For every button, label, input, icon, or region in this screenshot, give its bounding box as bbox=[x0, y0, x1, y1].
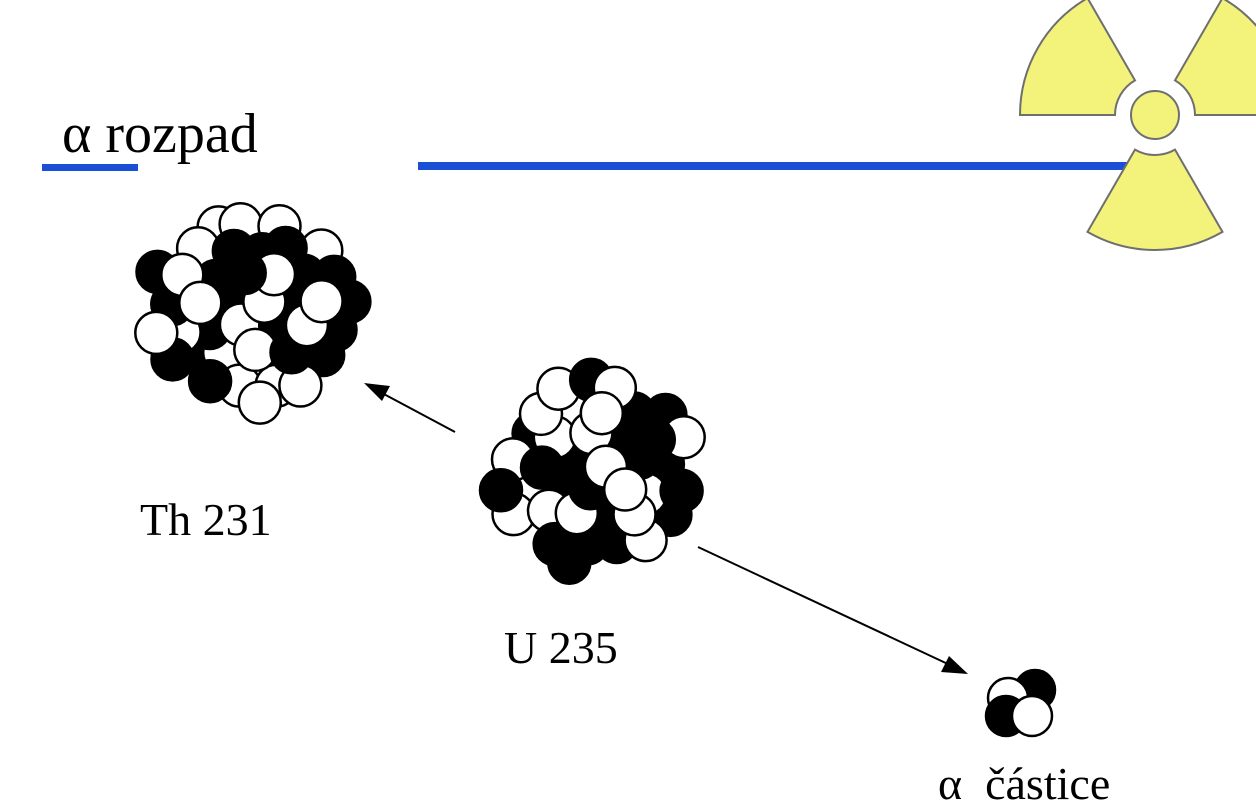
alpha-particle bbox=[984, 668, 1057, 738]
arrowhead-thorium bbox=[364, 383, 390, 401]
proton bbox=[187, 358, 233, 404]
uranium-nucleus bbox=[478, 357, 706, 585]
trefoil-hub bbox=[1130, 90, 1180, 140]
neutron bbox=[579, 390, 625, 436]
neutron bbox=[237, 380, 283, 425]
proton bbox=[222, 250, 267, 296]
arrowhead-alpha bbox=[941, 656, 968, 674]
neutron bbox=[178, 280, 223, 326]
thorium-nucleus bbox=[134, 202, 372, 425]
proton bbox=[631, 417, 677, 462]
page-title: α rozpad bbox=[62, 103, 258, 165]
title-rule-right bbox=[418, 162, 1138, 170]
proton bbox=[478, 468, 524, 513]
arrow-to-thorium bbox=[364, 383, 456, 433]
proton bbox=[519, 445, 565, 490]
neutron bbox=[134, 310, 179, 356]
radiation-trefoil-icon bbox=[1018, 0, 1256, 251]
arrow-to-alpha bbox=[697, 546, 968, 674]
alpha-particle-label: α částice bbox=[938, 758, 1110, 809]
trefoil-blade bbox=[1018, 0, 1137, 116]
trefoil-blade bbox=[1086, 148, 1224, 251]
trefoil-blade bbox=[1173, 0, 1256, 116]
thorium-label: Th 231 bbox=[140, 494, 272, 545]
title-rule-left bbox=[42, 164, 138, 171]
uranium-label: U 235 bbox=[504, 622, 618, 673]
proton bbox=[547, 540, 592, 585]
proton bbox=[659, 468, 704, 513]
neutron bbox=[299, 278, 344, 324]
neutron bbox=[602, 467, 648, 512]
neutron bbox=[1010, 694, 1054, 738]
